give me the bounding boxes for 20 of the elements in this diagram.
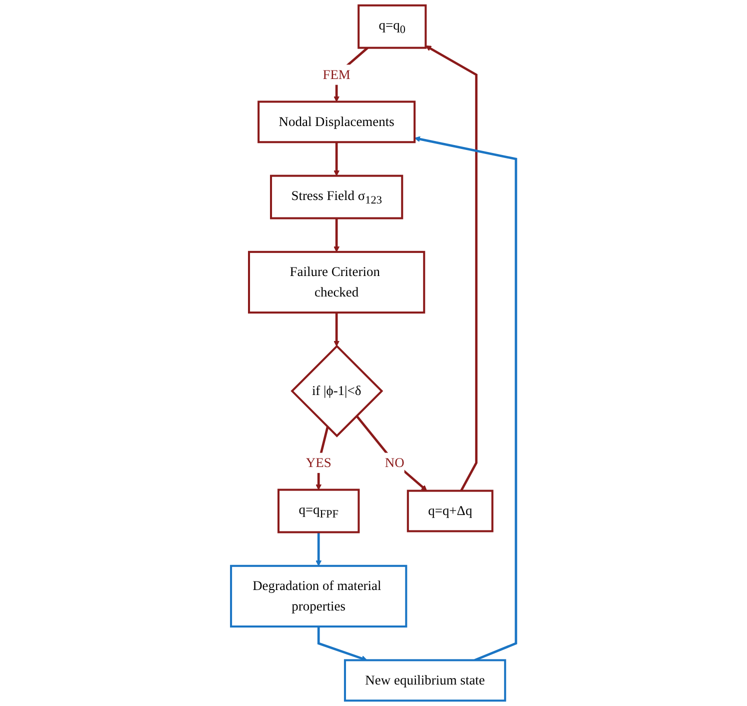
arrow bbox=[414, 136, 518, 662]
arrow bbox=[425, 46, 478, 492]
arrow bbox=[317, 626, 368, 662]
arrow bbox=[316, 532, 322, 566]
node-diamond: if |ϕ-1|<δ bbox=[290, 344, 384, 438]
node-box: Degradation of material properties bbox=[230, 564, 408, 628]
arrow bbox=[356, 415, 428, 492]
node-box: New equilibrium state bbox=[344, 659, 506, 702]
node-box: Stress Field σ$_{123}$ bbox=[270, 174, 404, 220]
edge-label: FEM bbox=[322, 67, 350, 82]
arrow bbox=[334, 218, 340, 252]
node-box: q=q$_{FPF}$ bbox=[277, 488, 360, 534]
arrow bbox=[334, 142, 340, 176]
edge-label: YES bbox=[306, 455, 332, 470]
node-box: Nodal Displacements bbox=[258, 100, 416, 144]
node-box: q=q+Δq bbox=[406, 490, 494, 532]
arrow bbox=[334, 312, 340, 346]
edge-label: NO bbox=[384, 455, 404, 470]
node-box: Failure Criterion checked bbox=[248, 250, 426, 314]
node-box: q=q$_{0}$ bbox=[358, 4, 427, 49]
